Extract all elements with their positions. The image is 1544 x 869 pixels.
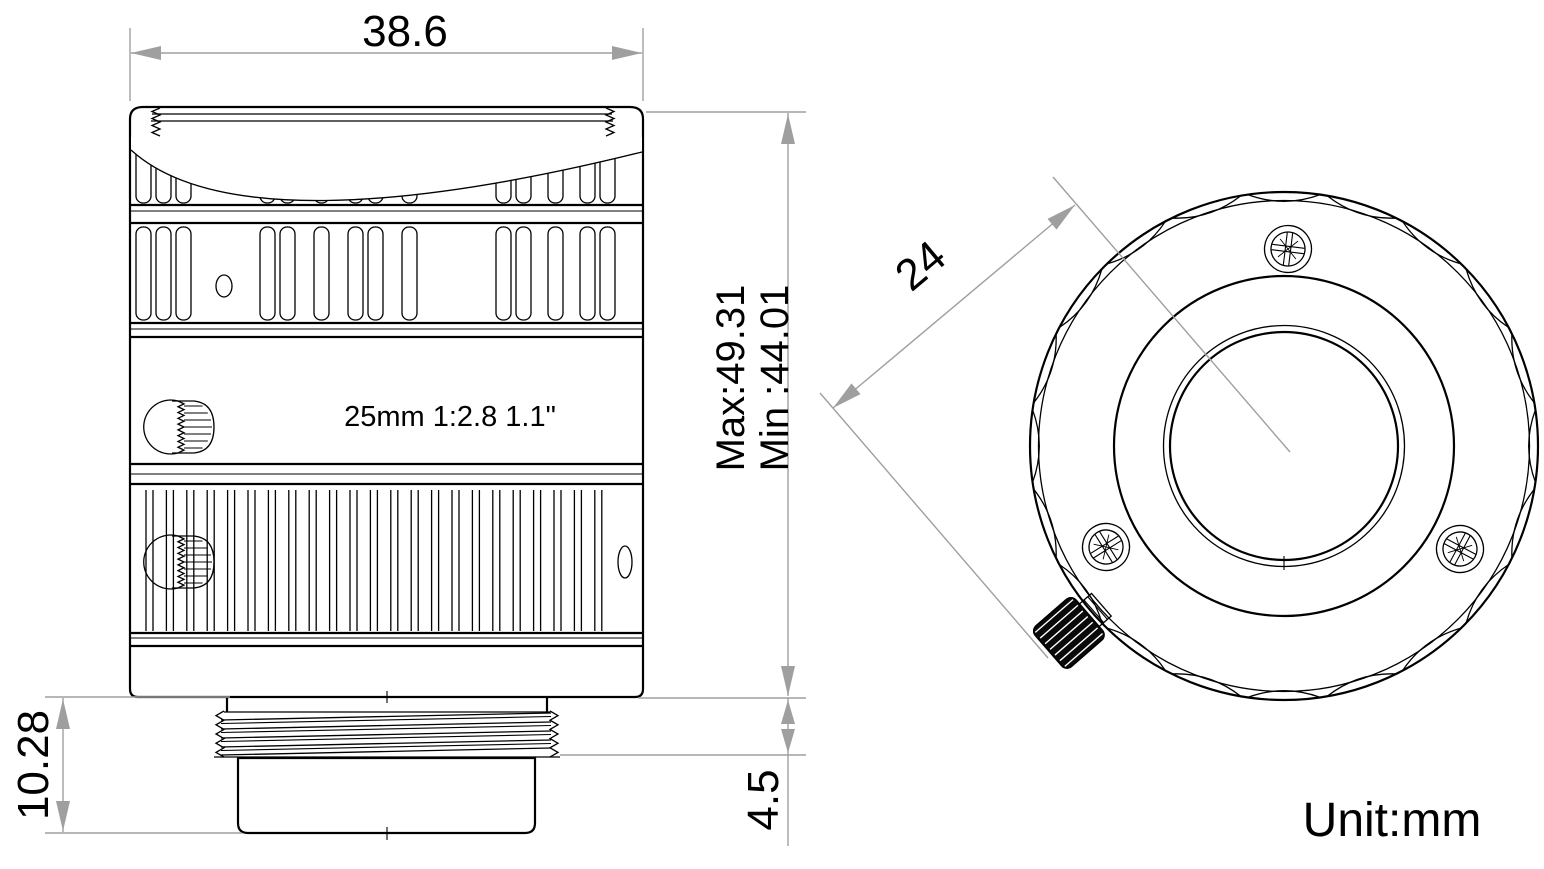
ring-divider-2	[130, 321, 643, 339]
dim-rear-protrusion-label: 10.28	[9, 710, 58, 820]
front-view	[1028, 190, 1540, 702]
lens-spec-label: 25mm 1:2.8 1.1"	[344, 401, 556, 433]
ring-divider-3	[130, 631, 643, 648]
rear-barrel	[236, 691, 537, 840]
dimension-length	[646, 111, 806, 696]
spec-band	[130, 462, 643, 486]
set-screw-hole-lower	[617, 545, 633, 579]
screw-bottom-right	[1435, 524, 1485, 574]
lens-body-outline	[128, 105, 645, 699]
filter-ring	[150, 107, 616, 137]
unit-label: Unit:mm	[1303, 794, 1482, 847]
dimension-diagonal	[819, 176, 1291, 659]
dimension-rear-protrusion	[45, 696, 242, 834]
ring-divider-1	[130, 203, 643, 225]
filter-ring-shoulder-cover	[131, 137, 642, 201]
dimension-annotations	[45, 28, 1291, 846]
side-view	[128, 105, 645, 840]
knurled-ring	[145, 490, 603, 631]
dimension-outer-width	[129, 28, 644, 101]
focus-ring-lower	[135, 226, 616, 321]
knurl-scallops	[1031, 193, 1537, 699]
screw-top	[1263, 224, 1313, 274]
dimension-arrows	[56, 46, 1075, 831]
dim-length-min-label: Min :44.01	[753, 285, 797, 472]
thumbscrew-upper	[143, 399, 215, 455]
c-mount-thread	[214, 697, 560, 758]
front-outer-ring	[1028, 190, 1540, 702]
dim-thread-length-label: 4.5	[739, 769, 788, 830]
face-screws	[1081, 224, 1485, 574]
dim-diagonal-label: 24	[886, 231, 955, 300]
front-thumbscrew	[1032, 592, 1113, 669]
drawing-text: 38.6 Max:49.31 Min :44.01 4.5 10.28 24 2…	[9, 7, 1481, 847]
thumbscrew-lower	[143, 534, 215, 590]
filter-ring-shoulder-curve	[130, 149, 643, 202]
dim-length-max-label: Max:49.31	[709, 285, 753, 472]
front-face-ring	[1112, 274, 1456, 618]
screw-bottom-left	[1081, 522, 1131, 572]
front-inner-rim	[1037, 199, 1531, 693]
dim-outer-width-label: 38.6	[362, 7, 448, 56]
set-screw-hole-upper	[215, 274, 233, 298]
